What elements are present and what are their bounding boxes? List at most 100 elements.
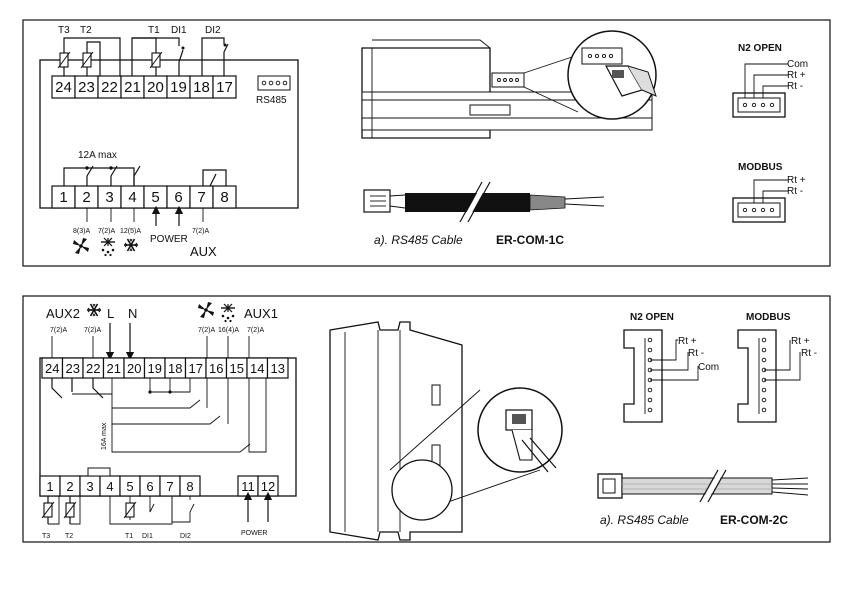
- modbus-bottom: MODBUS Rt + Rt -: [737, 312, 817, 423]
- n2-open-bottom: N2 OPEN Rt + Rt - Com: [623, 312, 719, 423]
- terminal-top-lower-label-3: 3: [105, 189, 113, 206]
- terminal-bottom-lower-label-2: 2: [66, 479, 73, 494]
- terminal-top-lower-label-1: 1: [59, 189, 67, 206]
- rating-terminal-3: 7(2)A: [98, 228, 115, 235]
- terminal-bottom-upper-label-22: 22: [86, 361, 100, 376]
- connector-pin: [761, 347, 767, 353]
- label-bottom-di2: DI2: [180, 533, 191, 540]
- terminal-top-upper-label-17: 17: [216, 79, 233, 96]
- rating-r22: 7(2)A: [84, 327, 101, 334]
- connector-pin: [761, 397, 767, 403]
- connector-pin: [647, 407, 653, 413]
- terminal-top-lower-8: [212, 185, 237, 209]
- connector-pin: [761, 357, 767, 363]
- n2-com-bottom: Com: [698, 362, 719, 373]
- label-aux1: AUX1: [244, 306, 278, 321]
- power-label-top: POWER: [150, 234, 188, 245]
- n2-open-title-top: N2 OPEN: [738, 43, 782, 54]
- n2-rtm-bottom: Rt -: [688, 348, 704, 359]
- n2-rtp-bottom: Rt +: [678, 336, 697, 347]
- label-bottom-t1: T1: [125, 533, 133, 540]
- modbus-rtp-top: Rt +: [787, 175, 806, 186]
- connector-pin: [761, 407, 767, 413]
- connector-pin: [761, 387, 767, 393]
- label-t3: T3: [58, 25, 70, 36]
- cable-model-bottom: ER-COM-2C: [720, 513, 788, 527]
- terminal-top-upper-label-22: 22: [101, 79, 118, 96]
- terminal-bottom-upper-label-20: 20: [127, 361, 141, 376]
- sensor-t2-icon: [80, 51, 94, 69]
- terminal-bottom-upper-label-19: 19: [148, 361, 162, 376]
- rating-16a-max: 16A max: [101, 422, 108, 450]
- rs485-port: [257, 75, 291, 91]
- label-n: N: [128, 306, 137, 321]
- sensor-t3-bottom-icon: [41, 501, 55, 519]
- label-di1: DI1: [171, 25, 187, 36]
- terminal-top-lower-label-4: 4: [128, 189, 136, 206]
- terminal-top-lower-label-8: 8: [220, 189, 228, 206]
- rating-r16: 7(2)A: [198, 327, 215, 334]
- aux-label: AUX: [190, 244, 217, 259]
- connector-pin: [647, 337, 653, 343]
- terminal-top-upper-label-18: 18: [193, 79, 210, 96]
- rs485-cable-2c: a). RS485 Cable ER-COM-2C: [597, 468, 809, 527]
- connector-pin: [647, 387, 653, 393]
- terminal-bottom-lower-label-4: 4: [106, 479, 113, 494]
- terminal-power-label-12: 12: [261, 479, 275, 494]
- modbus-top: MODBUS Rt + Rt -: [732, 162, 806, 223]
- connector-pin: [761, 337, 767, 343]
- terminal-bottom-upper-label-14: 14: [250, 361, 264, 376]
- terminal-top-lower-label-5: 5: [151, 189, 159, 206]
- terminal-bottom-upper-label-13: 13: [271, 361, 285, 376]
- terminal-bottom-lower-label-7: 7: [166, 479, 173, 494]
- din-module-bottom: [329, 321, 563, 541]
- rating-r15: 16(4)A: [218, 327, 239, 334]
- rating-terminal-7: 7(2)A: [192, 228, 209, 235]
- modbus-rtm-bottom: Rt -: [801, 348, 817, 359]
- sensor-t1-bottom-icon: [123, 501, 137, 519]
- label-bottom-di1: DI1: [142, 533, 153, 540]
- magnifier-small-bottom: [391, 459, 453, 521]
- terminal-bottom-lower-label-8: 8: [186, 479, 193, 494]
- terminal-bottom-upper-13: [266, 357, 289, 379]
- sensor-t3-icon: [57, 51, 71, 69]
- modbus-rtm-top: Rt -: [787, 186, 803, 197]
- rs485-connector-small: [491, 72, 525, 88]
- terminal-top-lower-label-7: 7: [197, 189, 205, 206]
- rating-r14: 7(2)A: [247, 327, 264, 334]
- rating-terminal-4: 12(5)A: [120, 228, 141, 235]
- cable-caption-top: a). RS485 Cable: [374, 233, 463, 247]
- terminal-bottom-upper-label-23: 23: [66, 361, 80, 376]
- terminal-top-upper-label-19: 19: [170, 79, 187, 96]
- rating-terminal-2: 8(3)A: [73, 228, 90, 235]
- power-label-bottom: POWER: [241, 530, 267, 537]
- terminal-power-label-11: 11: [241, 479, 255, 494]
- cable-model-top: ER-COM-1C: [496, 233, 564, 247]
- n2-com-top: Com: [787, 59, 808, 70]
- label-bottom-t3: T3: [42, 533, 50, 540]
- sensor-t2-bottom-icon: [63, 501, 77, 519]
- label-l: L: [107, 306, 114, 321]
- rating-12a-max: 12A max: [78, 150, 117, 161]
- n2-rtp-top: Rt +: [787, 70, 806, 81]
- terminal-top-upper-label-24: 24: [55, 79, 72, 96]
- n2-open-top: N2 OPEN Com Rt + Rt -: [732, 43, 808, 118]
- terminal-bottom-lower-label-3: 3: [86, 479, 93, 494]
- terminal-bottom-lower-label-1: 1: [46, 479, 53, 494]
- terminal-top-lower-label-2: 2: [82, 189, 90, 206]
- terminal-bottom-upper-label-18: 18: [168, 361, 182, 376]
- rs485-label: RS485: [256, 95, 287, 106]
- label-di2: DI2: [205, 25, 221, 36]
- modbus-rtp-bottom: Rt +: [791, 336, 810, 347]
- terminal-bottom-upper-label-24: 24: [45, 361, 59, 376]
- terminal-top-lower-label-6: 6: [174, 189, 182, 206]
- sensor-t1-icon: [149, 51, 163, 69]
- terminal-top-upper-label-23: 23: [78, 79, 95, 96]
- terminal-top-upper-label-20: 20: [147, 79, 164, 96]
- terminal-bottom-lower-label-6: 6: [146, 479, 153, 494]
